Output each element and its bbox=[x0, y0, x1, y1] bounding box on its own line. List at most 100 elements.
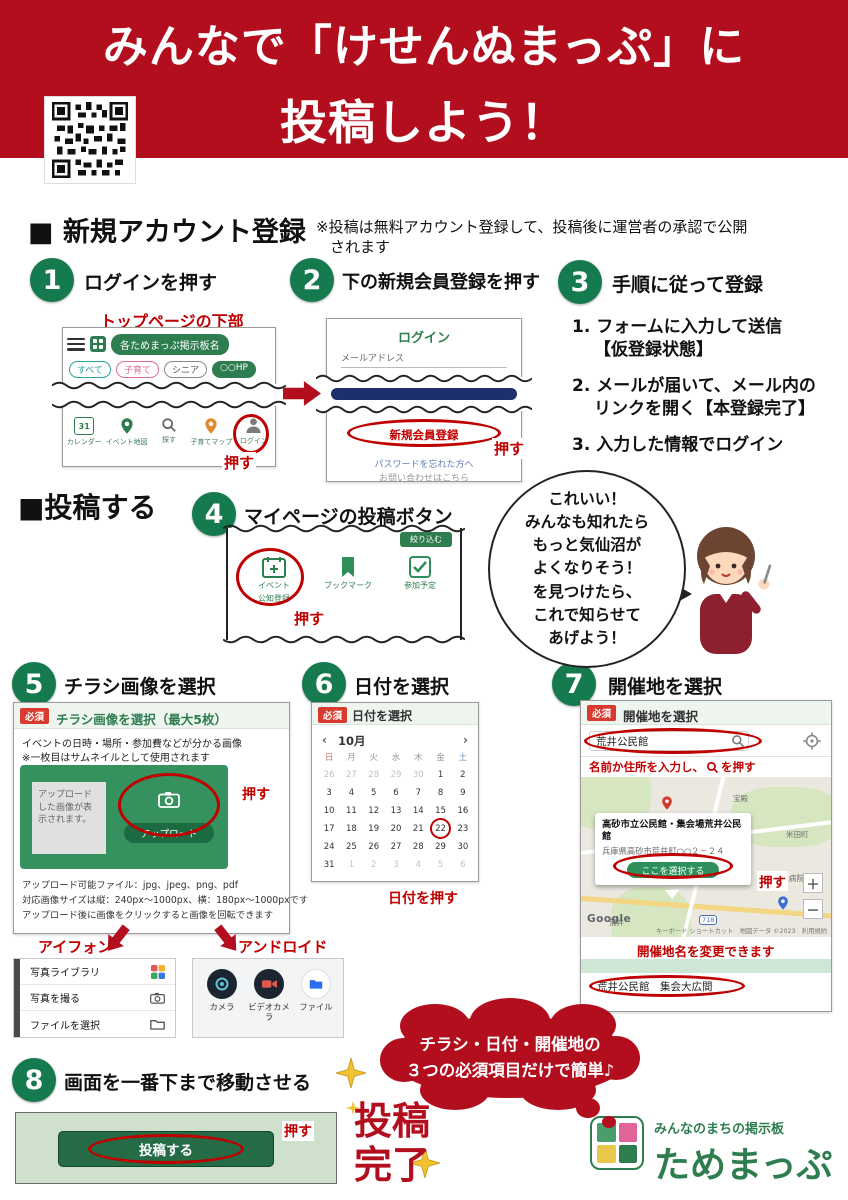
step-1-number: 1 bbox=[30, 258, 74, 302]
chip-hp[interactable]: ○○HP bbox=[212, 361, 256, 378]
map-pin-icon bbox=[662, 796, 672, 810]
chooser-item-label: カメラ bbox=[209, 1002, 235, 1012]
calendar-day[interactable]: 14 bbox=[412, 805, 424, 816]
calendar-day[interactable]: 29 bbox=[390, 769, 402, 780]
zoom-in-button[interactable]: ＋ bbox=[803, 873, 823, 893]
calendar-day[interactable]: 16 bbox=[457, 805, 469, 816]
next-month-button[interactable]: › bbox=[463, 733, 468, 747]
calendar-day[interactable]: 28 bbox=[368, 769, 380, 780]
calendar-day[interactable]: 1 bbox=[437, 769, 444, 780]
calendar-day[interactable]: 22 bbox=[429, 818, 452, 839]
sheet-item-photo-library[interactable]: 写真ライブラリ bbox=[14, 959, 175, 985]
arrow-down-right-icon bbox=[209, 920, 245, 957]
calendar-day[interactable]: 23 bbox=[457, 823, 469, 834]
chooser-item-video-camera[interactable]: ビデオカメラ bbox=[246, 969, 292, 1023]
nav-item-event-map[interactable]: イベント地図 bbox=[105, 413, 148, 463]
calendar-day[interactable]: 20 bbox=[390, 823, 402, 834]
calendar-day[interactable]: 24 bbox=[323, 841, 335, 852]
calendar-day[interactable]: 8 bbox=[437, 787, 444, 798]
calendar-icon: 31 bbox=[74, 417, 95, 435]
form-header: 必須 チラシ画像を選択（最大5枚） bbox=[14, 703, 289, 729]
action-event-register[interactable]: イベント 公知登録 bbox=[242, 556, 306, 604]
login-title: ログイン bbox=[397, 331, 450, 346]
submit-button[interactable]: 投稿する bbox=[58, 1131, 274, 1167]
calendar-day[interactable]: 27 bbox=[346, 769, 357, 780]
search-icon[interactable] bbox=[731, 734, 745, 748]
email-field[interactable] bbox=[341, 367, 507, 368]
calendar-day[interactable]: 3 bbox=[326, 787, 332, 798]
nav-item-kids-map[interactable]: 子育てマップ bbox=[190, 413, 232, 463]
hint-text: を押す bbox=[721, 760, 756, 774]
sparkle-icon bbox=[346, 1100, 360, 1119]
calendar-day[interactable]: 6 bbox=[393, 787, 399, 798]
calendar-day[interactable]: 2 bbox=[460, 769, 466, 780]
calendar-day[interactable]: 12 bbox=[368, 805, 380, 816]
calendar-day[interactable]: 26 bbox=[323, 769, 335, 780]
nav-label: イベント地図 bbox=[105, 438, 148, 446]
login-button-partial[interactable] bbox=[331, 388, 517, 400]
calendar-day[interactable]: 17 bbox=[323, 823, 335, 834]
calendar-day[interactable]: 9 bbox=[460, 787, 466, 798]
calendar-day[interactable]: 31 bbox=[323, 859, 335, 870]
calendar-day[interactable]: 13 bbox=[390, 805, 402, 816]
calendar-day[interactable]: 21 bbox=[412, 823, 424, 834]
filter-button[interactable]: 絞り込む bbox=[400, 532, 452, 547]
bubble-line: あげよう！ bbox=[548, 629, 626, 648]
calendar-day[interactable]: 5 bbox=[437, 859, 444, 870]
calendar-day[interactable]: 25 bbox=[346, 841, 357, 852]
calendar-day[interactable]: 28 bbox=[412, 841, 424, 852]
account-section-heading: ■ 新規アカウント登録 bbox=[28, 217, 306, 248]
calendar-day[interactable]: 7 bbox=[415, 787, 421, 798]
calendar-day[interactable]: 6 bbox=[460, 859, 466, 870]
zoom-out-button[interactable]: － bbox=[803, 899, 823, 919]
step-5-press-label: 押す bbox=[240, 784, 272, 804]
step-8-number: 8 bbox=[12, 1058, 56, 1102]
calendar-day[interactable]: 4 bbox=[415, 859, 421, 870]
sheet-item-choose-file[interactable]: ファイルを選択 bbox=[14, 1011, 175, 1037]
chip-all[interactable]: すべて bbox=[69, 361, 112, 378]
nav-item-login[interactable]: ログイン bbox=[233, 413, 275, 463]
calendar-day[interactable]: 5 bbox=[370, 787, 377, 798]
select-here-button[interactable]: ここを選択する bbox=[627, 862, 719, 879]
contact-link[interactable]: お問い合わせはこちら bbox=[378, 474, 469, 484]
calendar-month: 10月 bbox=[338, 734, 366, 748]
calendar-day[interactable]: 4 bbox=[348, 787, 355, 798]
step-5-label: チラシ画像を選択 bbox=[64, 676, 216, 698]
register-button[interactable]: 新規会員登録 bbox=[389, 428, 459, 442]
screenshot-flyer-upload: 必須 チラシ画像を選択（最大5枚） イベントの日時・場所・参加費などが分かる画像… bbox=[13, 702, 308, 934]
chooser-item-files[interactable]: ファイル bbox=[293, 969, 339, 1013]
venue-search-input[interactable] bbox=[589, 731, 749, 751]
calendar-day[interactable]: 11 bbox=[346, 805, 357, 816]
forgot-password-link[interactable]: パスワードを忘れた方へ bbox=[374, 460, 474, 470]
chip-senior[interactable]: シニア bbox=[164, 361, 208, 378]
prev-month-button[interactable]: ‹ bbox=[322, 733, 327, 747]
calendar-day[interactable]: 19 bbox=[368, 823, 380, 834]
calendar-day[interactable]: 2 bbox=[370, 859, 377, 870]
upload-button[interactable]: アップロード bbox=[124, 823, 214, 843]
venue-change-hint: 開催地名を変更できます bbox=[637, 944, 775, 959]
calendar-day[interactable]: 26 bbox=[368, 841, 380, 852]
calendar-day[interactable]: 18 bbox=[346, 823, 357, 834]
nav-item-search[interactable]: 探す bbox=[148, 413, 190, 463]
calendar-day[interactable]: 27 bbox=[390, 841, 402, 852]
map-canvas[interactable]: 生石神社 宝殿 米田町 中央市民病院 荒井 718 高砂市立公民館・集会場荒井公… bbox=[581, 777, 831, 937]
calendar-day[interactable]: 10 bbox=[323, 805, 335, 816]
hamburger-menu-icon[interactable] bbox=[67, 337, 85, 351]
calendar-day[interactable]: 1 bbox=[348, 859, 355, 870]
action-bookmark[interactable]: ブックマーク bbox=[316, 556, 380, 591]
action-participation[interactable]: 参加予定 bbox=[388, 556, 452, 591]
calendar-day[interactable]: 30 bbox=[457, 841, 469, 852]
chip-kosodate[interactable]: 子育て bbox=[116, 361, 160, 378]
calendar-day[interactable]: 3 bbox=[393, 859, 399, 870]
qr-code bbox=[44, 96, 136, 184]
sheet-item-take-photo[interactable]: 写真を撮る bbox=[14, 985, 175, 1011]
calendar-day[interactable]: 29 bbox=[435, 841, 446, 852]
chooser-item-camera[interactable]: カメラ bbox=[199, 969, 245, 1013]
calendar-day[interactable]: 30 bbox=[412, 769, 424, 780]
calendar-day[interactable]: 15 bbox=[435, 805, 446, 816]
nav-item-calendar[interactable]: 31 カレンダー bbox=[63, 413, 105, 463]
target-locate-icon[interactable] bbox=[803, 732, 821, 750]
tamemap-name: ためまっぷ bbox=[654, 1145, 833, 1186]
hint-text: 名前か住所を入力し、 bbox=[589, 760, 704, 774]
upload-panel: アップロードした画像が表示されます。 アップロード bbox=[20, 765, 228, 869]
